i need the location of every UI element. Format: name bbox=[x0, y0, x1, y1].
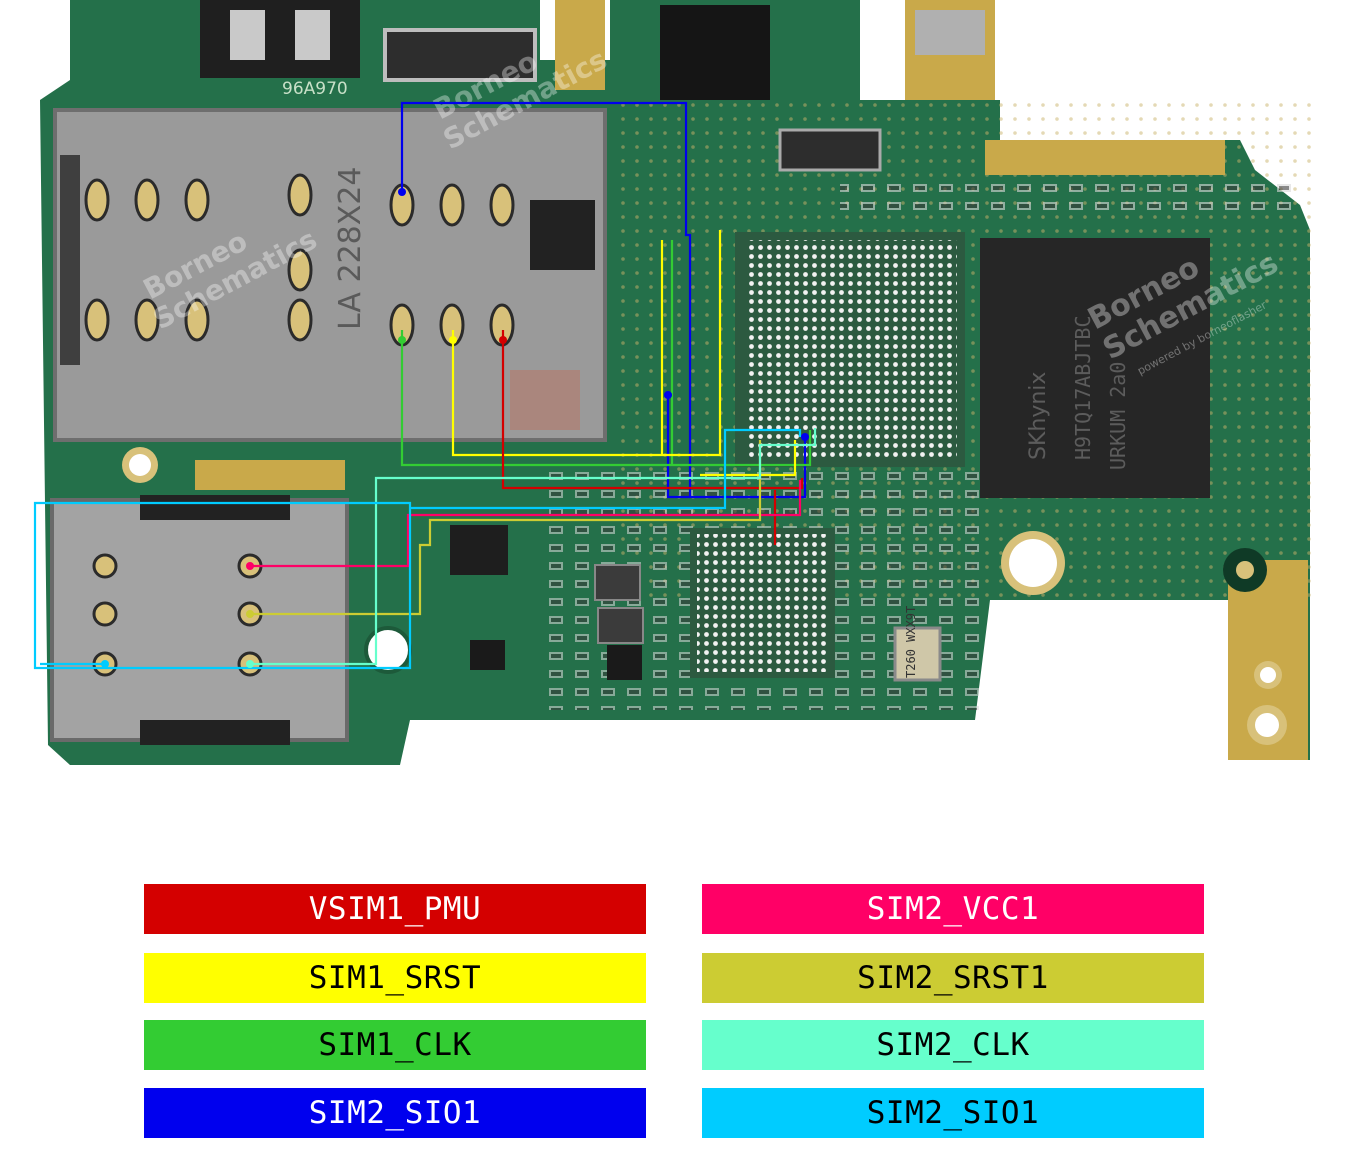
legend-item-sim1-srst: SIM1_SRST bbox=[144, 953, 646, 1003]
memory-chip bbox=[980, 238, 1210, 498]
legend-label: SIM2_CLK bbox=[876, 1027, 1030, 1063]
part-code-marking: 96A970 bbox=[282, 79, 348, 99]
trace-sim2-srst1 bbox=[250, 440, 762, 616]
memory-lot: URKUM 2a0 bbox=[1106, 362, 1130, 470]
smd-area-3 bbox=[840, 180, 1300, 220]
trace-probe-points bbox=[101, 188, 809, 668]
legend-label: VSIM1_PMU bbox=[308, 891, 482, 927]
legend-item-vsim1-pmu: VSIM1_PMU bbox=[144, 884, 646, 934]
memory-part: H9TQ17ABJTBC bbox=[1071, 316, 1095, 461]
legend-label: SIM2_SIO1 bbox=[308, 1095, 482, 1131]
top-connectors bbox=[200, 0, 985, 172]
trace-sim2-vcc1 bbox=[250, 480, 802, 568]
legend-label: SIM1_CLK bbox=[318, 1027, 472, 1063]
legend-label: SIM2_SIO1 bbox=[866, 1095, 1040, 1131]
sim-tray-marking: LA 228X24 bbox=[333, 167, 368, 330]
memory-brand: SKhynix bbox=[1026, 372, 1051, 460]
crystal-marking: T260 WXX9T bbox=[904, 606, 918, 678]
legend-label: SIM2_SRST1 bbox=[857, 960, 1049, 996]
legend-item-sim1-clk: SIM1_CLK bbox=[144, 1020, 646, 1070]
trace-sim1-clk bbox=[400, 240, 812, 467]
pmic-bga bbox=[690, 528, 835, 678]
legend-item-sim2-sio1-blue: SIM2_SIO1 bbox=[144, 1088, 646, 1138]
soc-bga bbox=[735, 232, 965, 467]
legend-item-sim2-srst1: SIM2_SRST1 bbox=[702, 953, 1204, 1003]
signal-traces bbox=[33, 101, 817, 670]
small-ics bbox=[450, 525, 942, 682]
legend-label: SIM2_VCC1 bbox=[866, 891, 1040, 927]
pcb-board-image: 96A970 LA 228X24 bbox=[33, 0, 1320, 765]
trace-sim2-sio1-cyan bbox=[33, 428, 802, 670]
trace-vsim1-pmu bbox=[501, 330, 804, 545]
trace-sim1-srst bbox=[451, 230, 797, 477]
legend-item-sim2-vcc1: SIM2_VCC1 bbox=[702, 884, 1204, 934]
legend-item-sim2-clk: SIM2_CLK bbox=[702, 1020, 1204, 1070]
trace-sim2-clk bbox=[250, 428, 817, 666]
sim1-contacts bbox=[84, 173, 515, 347]
legend-item-sim2-sio1-cyan: SIM2_SIO1 bbox=[702, 1088, 1204, 1138]
sim1-holder bbox=[53, 108, 607, 442]
legend-label: SIM1_SRST bbox=[308, 960, 482, 996]
